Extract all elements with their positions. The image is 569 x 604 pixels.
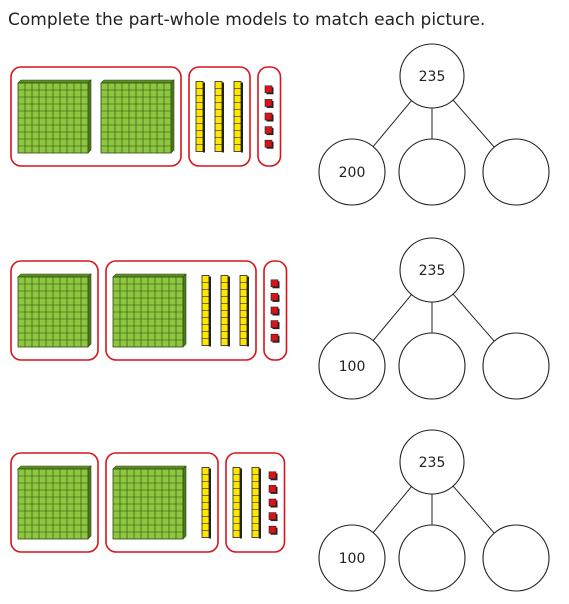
base-ten-group (225, 452, 286, 553)
problem-row: 235 200 (10, 43, 550, 206)
ten-rod-icon (201, 467, 211, 539)
instruction-text: Complete the part-whole models to match … (8, 10, 486, 30)
one-cube-icon (268, 471, 278, 481)
one-cube-icon (268, 498, 278, 508)
whole-value: 235 (419, 263, 446, 279)
group-outline (188, 66, 251, 167)
connector-line (372, 294, 412, 341)
one-cube-icon (270, 320, 280, 330)
one-cube-icon (270, 333, 280, 343)
whole-circle (399, 43, 465, 109)
part-value: 200 (339, 165, 366, 181)
part-answer-circle[interactable] (482, 138, 550, 206)
group-outline (257, 66, 282, 167)
base-ten-group (263, 260, 288, 361)
one-cube-icon (264, 85, 274, 95)
part-answer-circle[interactable] (398, 524, 466, 592)
part-answer-circle[interactable] (398, 138, 466, 206)
hundred-block-icon (112, 273, 187, 348)
whole-circle (399, 237, 465, 303)
hundred-block-icon (100, 79, 175, 154)
ten-rod-icon (220, 275, 230, 347)
hundred-block-icon (112, 465, 187, 540)
ten-rod-icon (239, 275, 249, 347)
one-cube-icon (264, 112, 274, 122)
group-outline (105, 260, 257, 361)
ten-rod-icon (214, 81, 224, 153)
part-whole-model: 235 200 (318, 43, 550, 206)
connector-line (372, 486, 412, 533)
whole-circle (399, 429, 465, 495)
base-ten-group (188, 66, 251, 167)
base-ten-group (10, 452, 99, 553)
ten-rod-icon (232, 467, 242, 539)
hundred-block-icon (17, 273, 92, 348)
part-whole-model: 235 100 (318, 237, 550, 400)
problem-row: 235 100 (10, 237, 550, 400)
base-ten-group (257, 66, 282, 167)
group-outline (10, 452, 99, 553)
connector-line (452, 99, 495, 148)
ten-rod-icon (251, 467, 261, 539)
base-ten-group (105, 260, 257, 361)
base-ten-group (105, 452, 219, 553)
ten-rod-icon (201, 275, 211, 347)
ten-rod-icon (233, 81, 243, 153)
group-outline (263, 260, 288, 361)
hundred-block-icon (17, 79, 92, 154)
part-value: 100 (339, 359, 366, 375)
one-cube-icon (270, 306, 280, 316)
part-value: 100 (339, 551, 366, 567)
connector-line (452, 293, 495, 342)
one-cube-icon (270, 279, 280, 289)
part-circle (318, 524, 386, 592)
group-outline (10, 260, 99, 361)
part-whole-model: 235 100 (318, 429, 550, 592)
problem-row: 235 100 (10, 429, 550, 592)
whole-value: 235 (419, 69, 446, 85)
connector-line (372, 100, 412, 147)
connector-line (452, 485, 495, 534)
base-ten-group (10, 66, 182, 167)
group-outline (225, 452, 286, 553)
part-answer-circle[interactable] (398, 332, 466, 400)
one-cube-icon (268, 525, 278, 535)
one-cube-icon (264, 126, 274, 136)
part-circle (318, 138, 386, 206)
one-cube-icon (268, 512, 278, 522)
group-outline (105, 452, 219, 553)
one-cube-icon (270, 293, 280, 302)
one-cube-icon (264, 139, 274, 149)
part-answer-circle[interactable] (482, 524, 550, 592)
part-answer-circle[interactable] (482, 332, 550, 400)
base-ten-group (10, 260, 99, 361)
hundred-block-icon (17, 465, 92, 540)
group-outline (10, 66, 182, 167)
part-circle (318, 332, 386, 400)
one-cube-icon (268, 485, 278, 494)
whole-value: 235 (419, 455, 446, 471)
ten-rod-icon (195, 81, 205, 153)
one-cube-icon (264, 99, 274, 108)
